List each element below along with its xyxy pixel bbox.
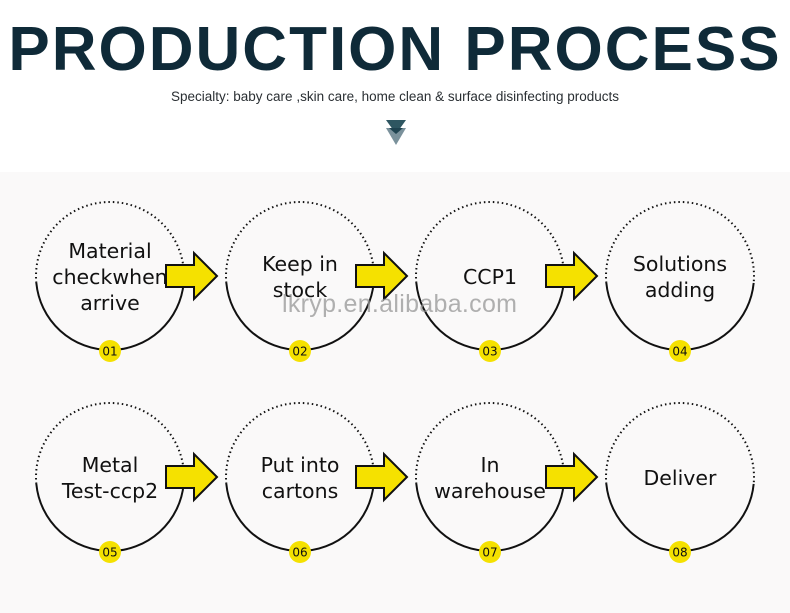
- double-down-triangle-icon: [386, 120, 406, 145]
- process-step-02: 02: [225, 201, 375, 362]
- step-number-badge: [669, 541, 691, 563]
- circle-dotted-arc: [605, 201, 755, 284]
- process-step-01: 01: [35, 201, 185, 362]
- page-title: PRODUCTION PROCESS: [8, 15, 782, 84]
- circle-dotted-arc: [415, 402, 565, 485]
- step-number: 01: [102, 345, 117, 359]
- circle-dotted-arc: [225, 402, 375, 485]
- right-arrow-icon: [355, 250, 409, 302]
- step-number-badge: [99, 340, 121, 362]
- process-step-04: 04: [605, 201, 755, 362]
- header: PRODUCTION PROCESS Specialty: baby care …: [0, 0, 790, 172]
- step-label: CCP1: [462, 265, 518, 289]
- process-step-08: 08: [605, 402, 755, 563]
- page-subtitle: Specialty: baby care ,skin care, home cl…: [171, 89, 619, 104]
- right-arrow-icon: [545, 250, 599, 302]
- circle-dotted-arc: [605, 402, 755, 485]
- circle-solid-arc: [605, 483, 755, 552]
- right-arrow-icon: [545, 451, 599, 503]
- step-label: Solutions adding: [632, 252, 728, 302]
- right-arrow-icon: [355, 451, 409, 503]
- right-arrow-icon: [165, 451, 219, 503]
- step-number: 04: [672, 345, 687, 359]
- step-number-badge: [669, 340, 691, 362]
- step-number-badge: [289, 340, 311, 362]
- step-number-badge: [99, 541, 121, 563]
- right-arrow-icon: [165, 250, 219, 302]
- step-label: Material checkwhen arrive: [52, 239, 168, 315]
- step-label: Metal Test-ccp2: [61, 453, 159, 503]
- circle-dotted-arc: [415, 201, 565, 284]
- step-label: Put into cartons: [260, 453, 340, 503]
- step-number: 06: [292, 546, 307, 560]
- process-step-03: 03: [415, 201, 565, 362]
- step-number: 03: [482, 345, 497, 359]
- step-number: 07: [482, 546, 497, 560]
- step-label: Deliver: [643, 466, 717, 490]
- process-step-05: 05: [35, 402, 185, 563]
- circle-dotted-arc: [225, 201, 375, 284]
- circle-dotted-arc: [35, 402, 185, 485]
- step-label: In warehouse: [434, 453, 546, 503]
- step-number: 05: [102, 546, 117, 560]
- step-number-badge: [479, 541, 501, 563]
- process-step-07: 07: [415, 402, 565, 563]
- watermark: lkryp.en.alibaba.com: [282, 290, 518, 318]
- circle-dotted-arc: [35, 201, 185, 284]
- step-number-badge: [289, 541, 311, 563]
- step-number-badge: [479, 340, 501, 362]
- process-step-06: 06: [225, 402, 375, 563]
- step-label: Keep in stock: [262, 252, 338, 302]
- step-number: 08: [672, 546, 687, 560]
- process-band: [0, 172, 790, 613]
- step-number: 02: [292, 345, 307, 359]
